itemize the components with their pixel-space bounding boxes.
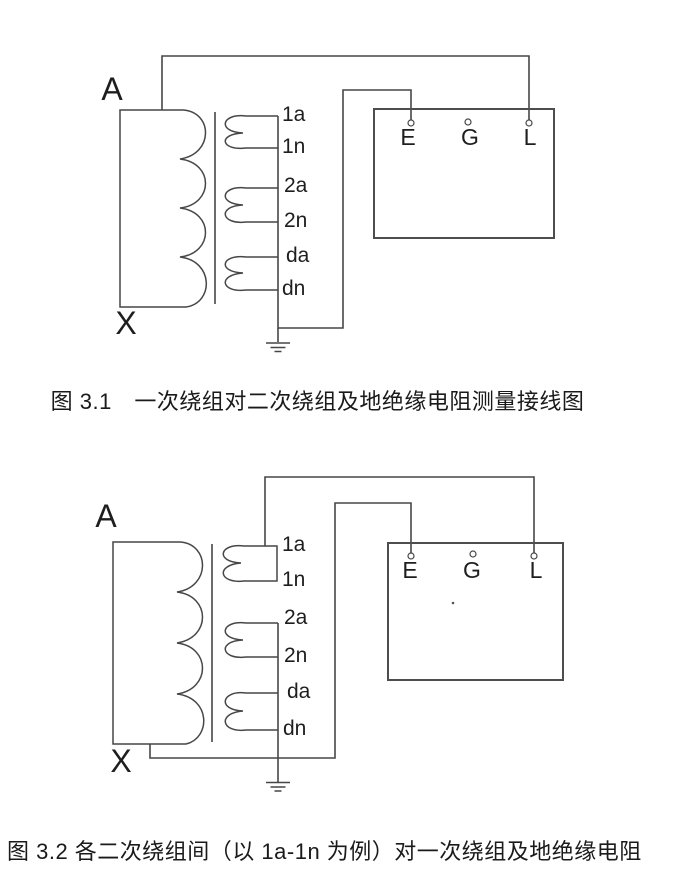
primary-to-l-wire [161,55,530,120]
tap-label-da: da [287,680,311,703]
terminal-circle-e [407,119,415,127]
tap-label-1a: 1a [282,103,306,126]
winding1-to-l-wire [264,476,535,553]
terminal-label-g: G [463,557,481,583]
tap-label-2n: 2n [284,644,307,667]
tap-label-dn: dn [283,717,306,740]
terminal-label-l: L [524,124,537,150]
secondary-bus-to-e-wire [277,89,412,329]
earth-ground-icon [266,781,290,792]
terminal-label-e: E [400,124,415,150]
tap-label-2a: 2a [284,174,308,197]
figure-3-1-caption: 图 3.1 一次绕组对二次绕组及地绝缘电阻测量接线图 [50,389,585,414]
figure-3-1-diagram: E G L A X 1a 1n 2a 2n da dn [101,55,555,353]
secondary-winding-da-dn [224,255,278,292]
tap-label-1n: 1n [282,568,305,591]
speck-artifact [451,601,455,605]
primary-winding [112,541,205,745]
secondary-winding-2a-2n [224,187,278,223]
figure-3-2-caption: 图 3.2 各二次绕组间（以 1a-1n 为例）对一次绕组及地绝缘电阻 [7,839,642,864]
secondary-winding-1a-1n [222,545,278,582]
tap-label-1n: 1n [282,135,305,158]
terminal-label-g: G [461,124,479,150]
terminal-circle-g [469,550,477,558]
primary-winding [119,109,208,308]
primary-label-a: A [101,71,123,107]
tap-label-2n: 2n [284,209,307,232]
terminal-circle-l [530,552,538,560]
secondary-winding-da-dn [224,692,278,731]
primary-to-e-wire [149,502,412,759]
terminal-circle-l [525,119,533,127]
terminal-label-l: L [530,557,543,583]
primary-label-a: A [95,498,117,534]
terminal-circle-g [464,118,472,126]
secondary-winding-2a-2n [224,622,278,658]
tap-label-2a: 2a [284,606,308,629]
terminal-label-e: E [402,557,417,583]
megger-box [373,108,555,239]
megger-box [387,542,564,681]
secondary-winding-1a-1n [224,115,278,150]
primary-label-x: X [115,305,136,341]
figure-3-2-diagram: E G L A X 1a 1n 2a 2n da dn [95,476,564,792]
primary-label-x: X [110,743,131,779]
tap-label-1a: 1a [282,533,306,556]
tap-label-dn: dn [282,277,305,300]
earth-ground-icon [266,328,290,353]
tap-label-da: da [286,244,310,267]
terminal-circle-e [407,552,415,560]
